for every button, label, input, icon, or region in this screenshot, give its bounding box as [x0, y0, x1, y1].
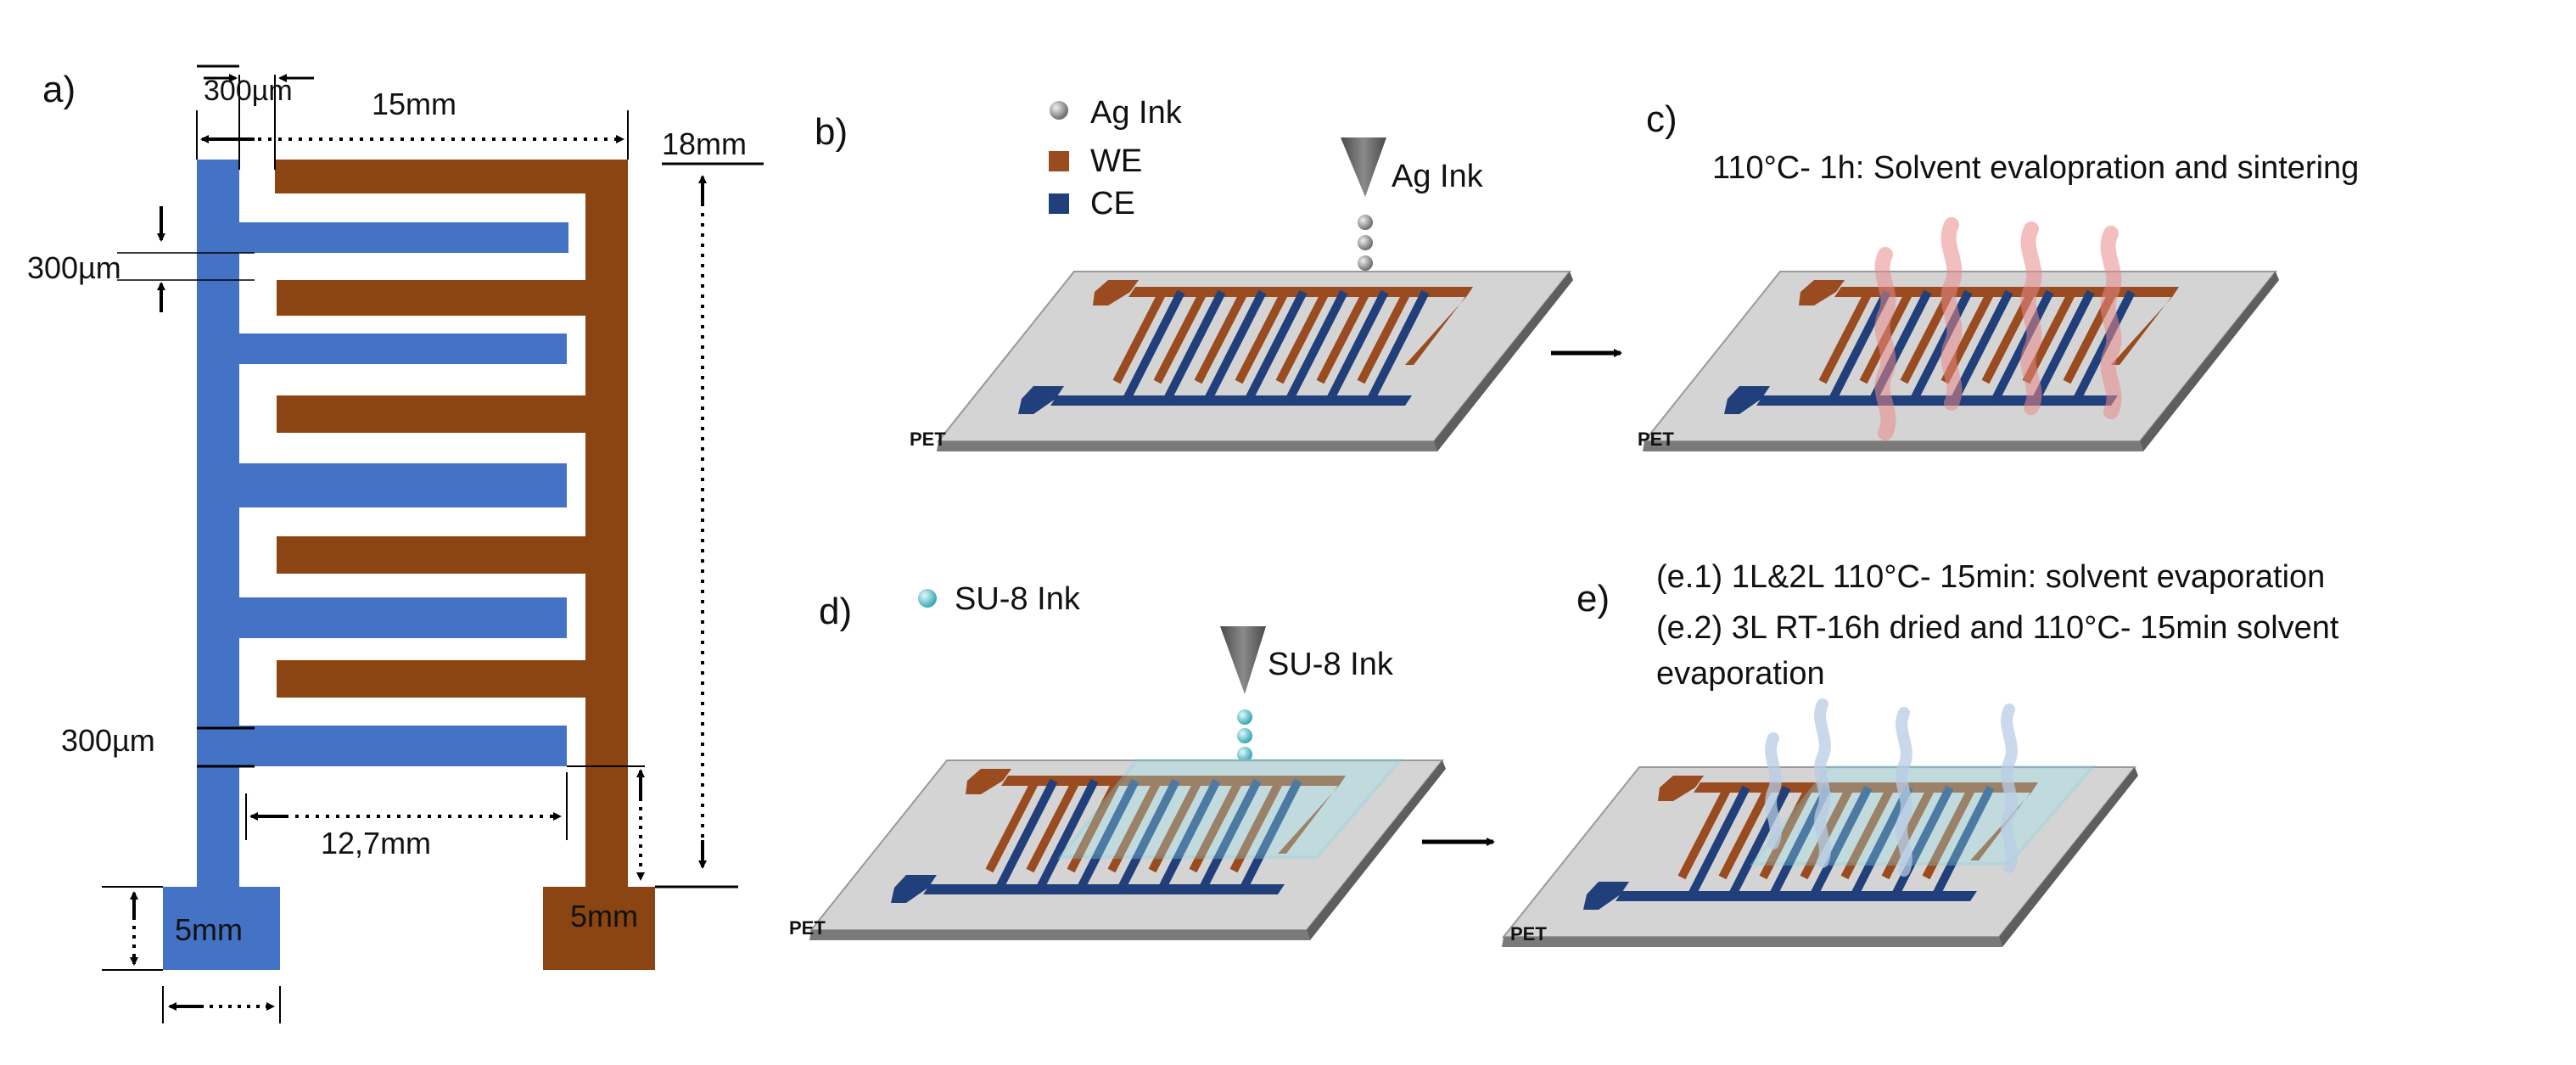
ag-ink-drop: [1358, 255, 1373, 271]
panel-b: b) Ag Ink WE CE Ag Ink PET: [815, 95, 1573, 451]
panel-a-label: a): [42, 69, 76, 110]
legend-su8-marker: [918, 589, 937, 608]
device-b: [937, 272, 1573, 451]
ce-electrode-layout: [163, 160, 568, 970]
su8-drop: [1237, 728, 1252, 743]
panel-e-line-2: (e.2) 3L RT-16h dried and 110°C- 15min s…: [1656, 610, 2339, 646]
dim-finger-length-text: 12,7mm: [321, 826, 431, 860]
nozzle-su8-label: SU-8 Ink: [1268, 647, 1394, 682]
panel-e-line-1: (e.1) 1L&2L 110°C- 15min: solvent evapor…: [1656, 559, 2325, 595]
ag-ink-drop: [1358, 215, 1373, 230]
su8-nozzle: [1220, 626, 1266, 694]
dim-finger-width-text: 300µm: [61, 723, 155, 758]
panel-c: c) 110°C- 1h: Solvent evalopration and s…: [1638, 98, 2359, 451]
panel-c-label: c): [1646, 98, 1677, 140]
panel-d-label: d): [819, 591, 852, 632]
dim-finger-gap-text: 300µm: [27, 250, 121, 285]
panel-c-caption: 110°C- 1h: Solvent evalopration and sint…: [1712, 150, 2359, 186]
panel-d: d) SU-8 Ink SU-8 Ink PET: [789, 581, 1446, 940]
heat-waves: [1874, 217, 2122, 440]
substrate-label-b: PET: [910, 429, 946, 450]
ce-pad: [163, 887, 280, 970]
ag-ink-drop: [1358, 235, 1373, 250]
legend-we-marker: [1049, 151, 1069, 171]
ag-ink-nozzle: [1341, 137, 1386, 197]
steam-waves: [1765, 698, 2018, 877]
panel-b-label: b): [815, 111, 848, 153]
panel-e-line-3: evaporation: [1656, 656, 1825, 692]
dim-gap-top-text: 300µm: [204, 75, 293, 107]
we-pad: [543, 887, 655, 970]
legend-we-text: WE: [1090, 143, 1142, 179]
panel-a: a) 300µm: [27, 64, 764, 1023]
legend-ag-ink-marker: [1050, 101, 1068, 120]
substrate-label-d: PET: [789, 917, 826, 939]
legend-ce-marker: [1049, 193, 1069, 214]
legend-su8-text: SU-8 Ink: [955, 581, 1081, 617]
substrate-label-c: PET: [1638, 429, 1674, 450]
substrate-label-e: PET: [1510, 923, 1547, 944]
legend-ag-ink-text: Ag Ink: [1090, 95, 1183, 131]
we-electrode-layout: [275, 160, 655, 970]
dim-pad-left-text: 5mm: [175, 912, 243, 947]
dim-height-text: 18mm: [662, 126, 747, 161]
panel-e-label: e): [1576, 578, 1610, 619]
dim-width-text: 15mm: [372, 87, 456, 121]
legend-ce-text: CE: [1090, 186, 1135, 221]
su8-layer-d: [1056, 759, 1404, 859]
dim-pad-right-text: 5mm: [570, 899, 638, 933]
su8-drop: [1237, 747, 1252, 762]
panel-e: e) (e.1) 1L&2L 110°C- 15min: solvent eva…: [1502, 559, 2339, 947]
device-c: [1643, 272, 2279, 451]
nozzle-ag-ink-label: Ag Ink: [1392, 159, 1484, 194]
su8-drop: [1237, 709, 1252, 725]
